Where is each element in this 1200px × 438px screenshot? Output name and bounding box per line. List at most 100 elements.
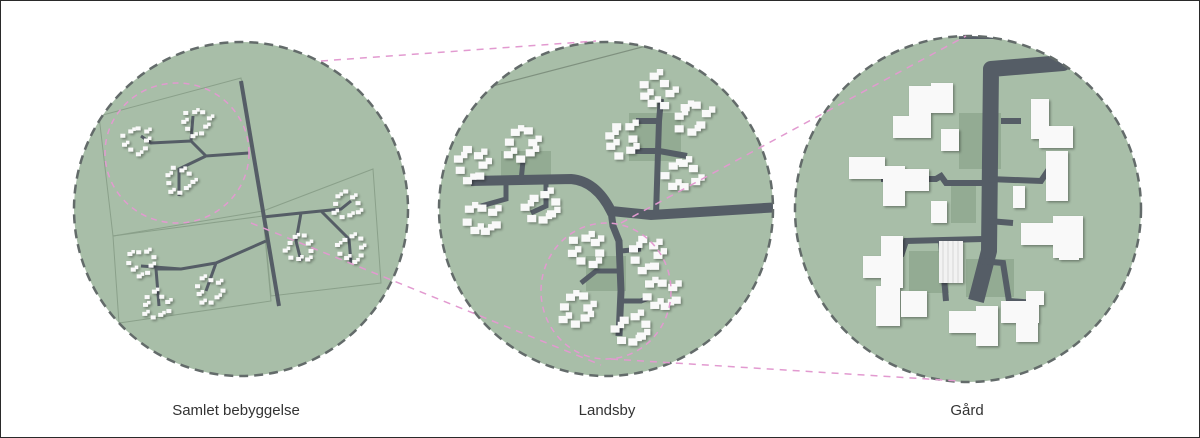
building xyxy=(183,110,189,115)
building xyxy=(199,300,205,305)
building xyxy=(554,206,561,213)
building xyxy=(495,205,502,212)
map-disc-edge xyxy=(72,40,410,378)
panel-samlet-bebyggelse xyxy=(72,40,410,378)
building xyxy=(538,216,548,224)
building xyxy=(628,245,638,253)
building xyxy=(144,138,149,143)
building xyxy=(583,304,593,312)
building xyxy=(351,211,355,215)
building xyxy=(132,127,136,131)
building xyxy=(120,133,126,138)
building xyxy=(144,295,150,300)
building xyxy=(339,192,343,196)
building xyxy=(335,194,341,199)
building xyxy=(558,315,568,324)
building xyxy=(901,169,929,191)
building xyxy=(644,328,651,336)
building xyxy=(517,125,525,132)
building xyxy=(573,290,580,297)
building xyxy=(296,256,302,261)
building xyxy=(590,300,597,308)
building xyxy=(179,168,185,173)
building xyxy=(461,151,468,159)
building xyxy=(595,257,603,264)
building xyxy=(170,165,176,170)
building xyxy=(130,267,136,272)
building xyxy=(883,166,905,206)
building xyxy=(694,124,701,132)
building xyxy=(159,294,165,299)
building xyxy=(148,136,152,140)
building xyxy=(671,296,681,304)
building xyxy=(168,189,174,194)
side-road xyxy=(607,210,625,337)
building xyxy=(166,181,172,186)
building xyxy=(709,106,716,113)
building xyxy=(688,164,698,173)
zoom-line xyxy=(620,35,967,224)
building xyxy=(196,292,202,297)
building xyxy=(598,235,605,242)
building xyxy=(358,245,364,250)
building xyxy=(165,173,171,178)
building xyxy=(636,241,643,248)
building xyxy=(472,201,479,209)
building xyxy=(309,239,314,244)
building xyxy=(151,255,157,260)
building xyxy=(453,155,463,163)
building xyxy=(150,315,156,320)
building xyxy=(520,203,530,211)
building xyxy=(588,260,598,269)
building xyxy=(155,287,160,292)
building xyxy=(355,210,361,215)
building xyxy=(931,201,947,223)
building xyxy=(331,210,337,215)
zoom-highlight xyxy=(104,82,250,224)
building xyxy=(535,135,542,142)
building xyxy=(641,320,651,328)
building xyxy=(660,102,670,110)
building xyxy=(632,119,639,126)
building xyxy=(220,288,226,293)
building xyxy=(287,240,293,245)
building xyxy=(199,276,205,281)
building xyxy=(510,147,518,154)
building xyxy=(348,254,352,258)
building xyxy=(126,261,132,266)
building xyxy=(590,238,600,247)
building xyxy=(352,259,358,264)
building xyxy=(659,79,669,88)
building xyxy=(470,173,477,180)
caption-landsby: Landsby xyxy=(578,402,636,419)
building xyxy=(187,184,192,188)
building xyxy=(576,257,586,265)
building xyxy=(203,124,209,129)
building xyxy=(588,230,595,238)
building xyxy=(644,263,652,270)
building xyxy=(680,104,690,112)
building xyxy=(639,81,649,89)
building xyxy=(687,100,695,107)
building xyxy=(300,254,304,259)
building xyxy=(481,148,488,155)
building xyxy=(146,309,150,314)
building xyxy=(668,283,678,292)
building xyxy=(647,99,657,108)
building xyxy=(575,246,582,253)
building xyxy=(185,126,191,131)
building xyxy=(687,128,697,136)
building xyxy=(305,241,311,246)
building xyxy=(215,280,221,285)
building xyxy=(158,312,164,317)
building xyxy=(657,298,664,305)
building xyxy=(142,146,148,151)
building xyxy=(148,263,154,268)
building xyxy=(210,114,215,118)
building xyxy=(653,251,663,259)
building xyxy=(462,218,472,226)
building xyxy=(527,214,537,223)
building xyxy=(595,249,605,257)
